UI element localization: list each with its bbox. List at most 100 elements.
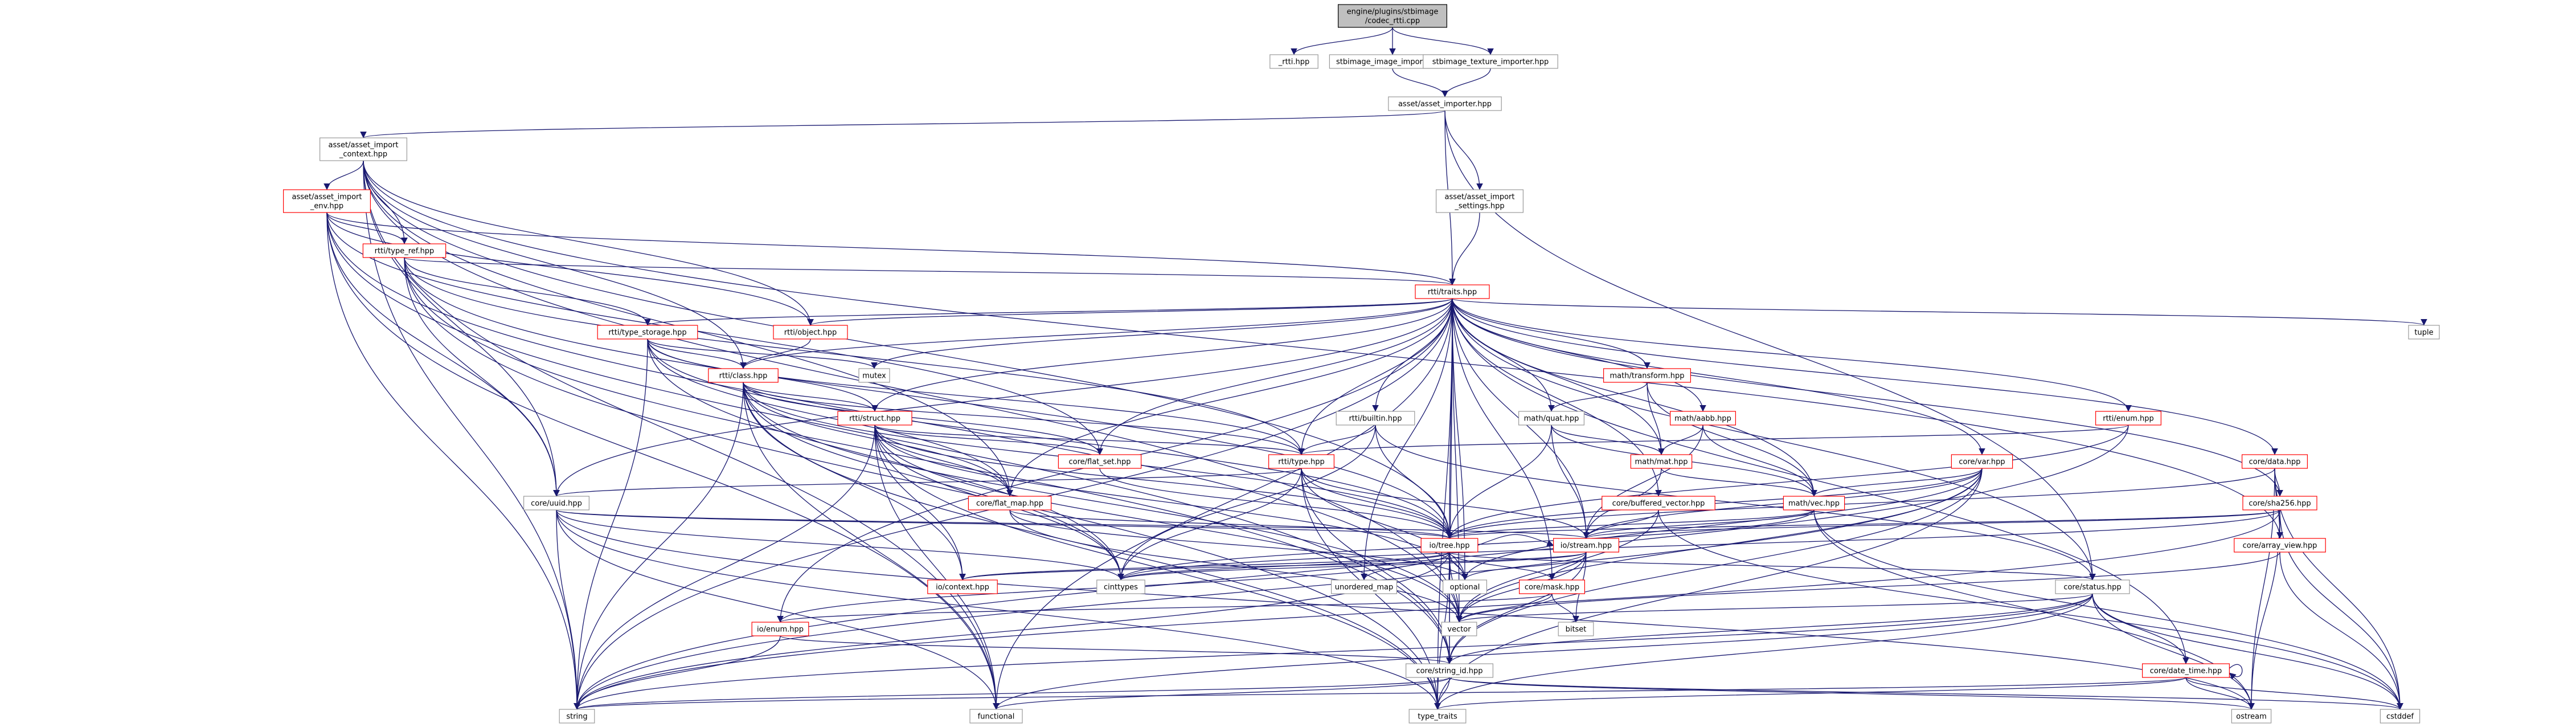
node-type-traits[interactable]: type_traits (1408, 709, 1467, 724)
node-unordered-map[interactable]: unordered_map (1331, 579, 1398, 594)
edge-flat-map-to-vector (1009, 509, 1463, 623)
node-box (708, 368, 779, 383)
node-label: engine/plugins/stbimage (1347, 8, 1439, 17)
node-asset-import-settings[interactable]: asset/asset_import_settings.hpp (1436, 189, 1524, 213)
node-builtin[interactable]: rtti/builtin.hpp (1336, 411, 1415, 426)
node-transform[interactable]: math/transform.hpp (1603, 368, 1692, 383)
node-label: tuple (2414, 329, 2433, 337)
edge-io-stream-to-optional (1461, 552, 1587, 581)
node-label: core/flat_map.hpp (976, 500, 1043, 508)
node-struct[interactable]: rtti/struct.hpp (837, 411, 912, 426)
node-box (1553, 538, 1620, 553)
node-ostream[interactable]: ostream (2231, 709, 2272, 724)
edge-traits-to-core-data (1452, 298, 2278, 455)
node-label: /codec_rtti.cpp (1365, 17, 1420, 26)
node-object[interactable]: rtti/object.hpp (773, 325, 848, 340)
node-io-stream[interactable]: io/stream.hpp (1553, 538, 1620, 553)
node-cstddef[interactable]: cstddef (2380, 709, 2421, 724)
node-flat-set[interactable]: core/flat_set.hpp (1058, 454, 1142, 469)
edge-core-data-to-cstddef (2274, 468, 2403, 710)
edge-quat-to-mat (1551, 424, 1665, 455)
edge-transform-to-mat (1647, 382, 1665, 455)
node-label: rtti/builtin.hpp (1349, 415, 1402, 423)
node-uuid[interactable]: core/uuid.hpp (523, 496, 589, 510)
edge-uuid-to-functional (556, 509, 1000, 710)
node-vec[interactable]: math/vec.hpp (1783, 496, 1845, 510)
node-mat[interactable]: math/mat.hpp (1630, 454, 1693, 469)
node-sha256[interactable]: core/sha256.hpp (2242, 496, 2317, 510)
node-flat-map[interactable]: core/flat_map.hpp (968, 496, 1052, 510)
edge-string-id-to-functional (993, 677, 1450, 710)
node-asset-import-env[interactable]: asset/asset_import_env.hpp (283, 189, 371, 213)
edge-struct-to-io-context (874, 424, 966, 581)
node-box (1518, 411, 1585, 426)
node-string[interactable]: string (559, 709, 595, 724)
edge-traits-to-type-traits (1434, 298, 1453, 710)
node-functional[interactable]: functional (969, 709, 1023, 724)
edge-rtti-type-to-io-tree (1301, 468, 1453, 539)
node-rtti-type[interactable]: rtti/type.hpp (1268, 454, 1335, 469)
node-date-time[interactable]: core/date_time.hpp (2142, 663, 2230, 678)
edge-buffered-vector-to-cstddef (1658, 509, 2403, 710)
edge-aabb-to-io-stream (1583, 424, 1703, 539)
edge-traits-to-rtti-enum (1452, 298, 2132, 412)
node-string-id[interactable]: core/string_id.hpp (1406, 663, 1494, 678)
node-stb-tex[interactable]: stbimage_texture_importer.hpp (1423, 54, 1558, 69)
node-io-tree[interactable]: io/tree.hpp (1420, 538, 1479, 553)
edge-class-to-vector (743, 382, 1463, 623)
node-mask[interactable]: core/mask.hpp (1519, 579, 1586, 594)
node-asset-import-context[interactable]: asset/asset_import_context.hpp (319, 137, 407, 161)
node-vector[interactable]: vector (1441, 622, 1477, 636)
edge-asset-import-env-to-functional (326, 212, 1000, 710)
edge-core-var-to-vec (1811, 468, 1983, 497)
edge-asset-import-context-to-class (363, 160, 747, 369)
node-aabb[interactable]: math/aabb.hpp (1670, 411, 1737, 426)
edge-io-tree-to-io-context (959, 552, 1450, 581)
node-label: core/date_time.hpp (2150, 667, 2222, 676)
node-label: asset/asset_import (328, 141, 398, 150)
node-core-data[interactable]: core/data.hpp (2242, 454, 2308, 469)
node-asset-importer[interactable]: asset/asset_importer.hpp (1388, 96, 1502, 111)
node-class[interactable]: rtti/class.hpp (708, 368, 779, 383)
node-type-storage[interactable]: rtti/type_storage.hpp (597, 325, 698, 340)
node-quat[interactable]: math/quat.hpp (1518, 411, 1585, 426)
node-optional[interactable]: optional (1443, 579, 1488, 594)
node-tuple[interactable]: tuple (2408, 325, 2440, 340)
node-traits[interactable]: rtti/traits.hpp (1415, 284, 1490, 299)
node-type-ref[interactable]: rtti/type_ref.hpp (362, 243, 447, 258)
edge-sha256-to-io-stream (1583, 509, 2280, 539)
edge-struct-to-flat-map (874, 424, 1013, 497)
node-bitset[interactable]: bitset (1558, 622, 1594, 636)
edge-status-to-functional (993, 593, 2093, 710)
nodes-layer: engine/plugins/stbimage/codec_rtti.cpp _r… (283, 4, 2440, 724)
node-box (1336, 411, 1415, 426)
edge-core-data-to-ostream (2248, 468, 2275, 710)
edge-rtti-type-to-io-stream (1301, 468, 1590, 539)
node-label: rtti/enum.hpp (2103, 415, 2154, 423)
edge-asset-import-context-to-object (363, 160, 814, 326)
node--rtti[interactable]: _rtti.hpp (1269, 54, 1318, 69)
edge-asset-import-context-to-asset-import-env (323, 160, 364, 190)
edge-array-view-to-cstddef (2279, 552, 2403, 710)
node-box (1331, 579, 1398, 594)
node-io-context[interactable]: io/context.hpp (927, 579, 998, 594)
edge-traits-to-flat-set (1096, 298, 1453, 455)
node-buffered-vector[interactable]: core/buffered_vector.hpp (1602, 496, 1715, 510)
edge-traits-to-vec (1452, 298, 1817, 497)
node-status[interactable]: core/status.hpp (2055, 579, 2130, 594)
edge-date-time-to-date-time (2229, 664, 2243, 680)
node-box (1388, 96, 1502, 111)
node-root[interactable]: engine/plugins/stbimage/codec_rtti.cpp (1338, 4, 1448, 28)
node-cinttypes[interactable]: cinttypes (1096, 579, 1145, 594)
edge-stb-img-to-asset-importer (1392, 68, 1448, 97)
node-rtti-enum[interactable]: rtti/enum.hpp (2095, 411, 2162, 426)
node-box (1406, 663, 1494, 678)
node-label: rtti/type_storage.hpp (608, 329, 686, 337)
edge-date-time-to-ostream (2185, 677, 2255, 710)
node-array-view[interactable]: core/array_view.hpp (2234, 538, 2326, 553)
edge-io-stream-to-io-context (959, 552, 1587, 581)
node-mutex[interactable]: mutex (858, 368, 890, 383)
node-io-enum[interactable]: io/enum.hpp (751, 622, 809, 636)
edge-rtti-enum-to-rtti-type (1298, 424, 2129, 455)
node-core-var[interactable]: core/var.hpp (1951, 454, 2013, 469)
